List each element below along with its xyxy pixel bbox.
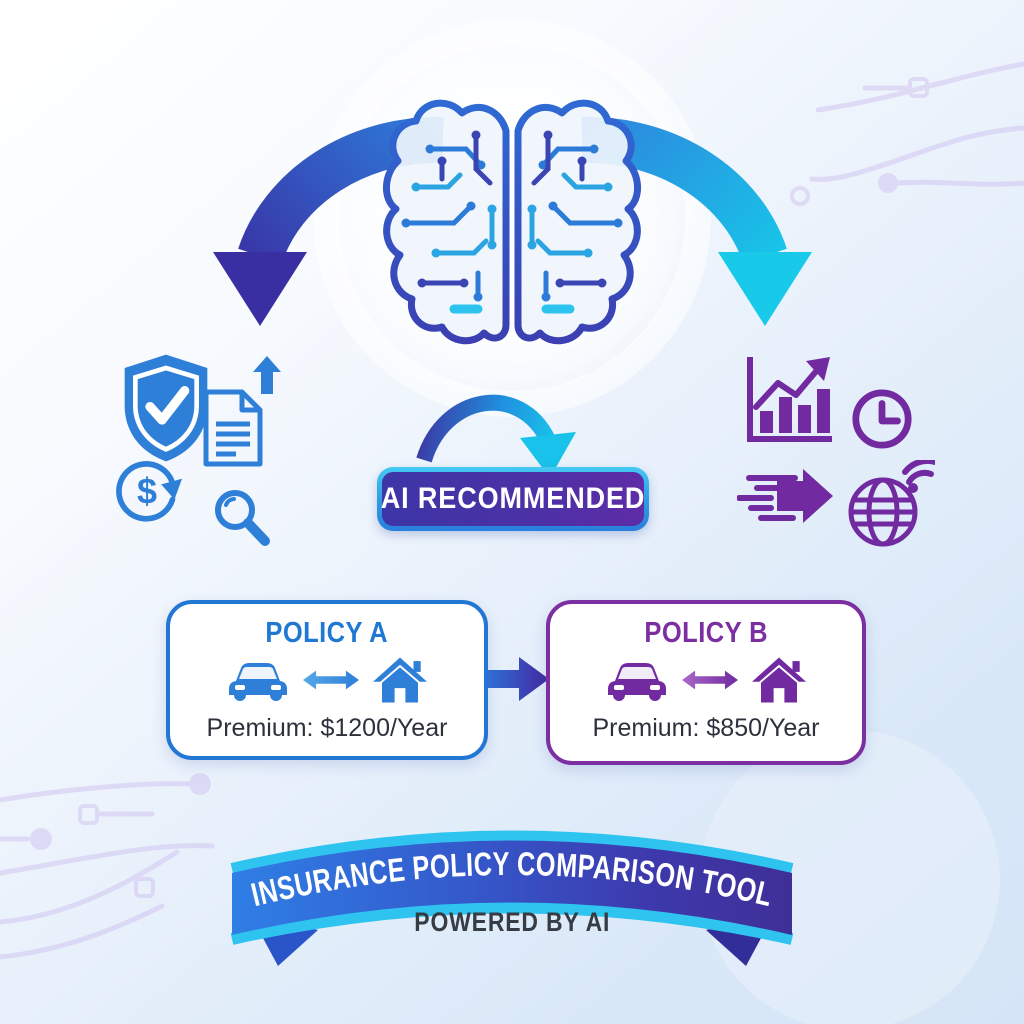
policy-a-title: POLICY A xyxy=(265,617,389,649)
policy-a-card[interactable]: POLICY A Premium: $1200/Year xyxy=(166,600,488,760)
policy-b-premium: Premium: $850/Year xyxy=(592,714,820,742)
swap-arrow-icon xyxy=(303,670,359,690)
arrow-up-icon xyxy=(253,356,281,394)
speed-arrow-icon xyxy=(737,469,833,523)
clock-icon xyxy=(852,389,912,449)
banner-subtitle: POWERED BY AI xyxy=(414,907,610,937)
svg-text:$: $ xyxy=(137,470,157,511)
dollar-refresh-icon: $ xyxy=(116,461,182,522)
recommendation-arrow xyxy=(416,394,576,478)
house-icon xyxy=(373,657,427,703)
car-icon xyxy=(229,663,287,701)
title-ribbon: INSURANCE POLICY COMPARISON TOOL xyxy=(230,830,794,966)
house-icon xyxy=(752,657,806,703)
ai-recommended-badge[interactable]: AI RECOMMENDED xyxy=(377,467,649,531)
ai-recommended-badge-body: AI RECOMMENDED xyxy=(380,472,646,526)
policy-a-premium: Premium: $1200/Year xyxy=(206,714,448,742)
policy-comparison-arrow xyxy=(487,657,549,701)
policy-a-coverage-icons xyxy=(170,654,484,706)
swap-arrow-icon xyxy=(682,670,738,690)
policy-b-title: POLICY B xyxy=(644,617,768,649)
circuit-brain-icon xyxy=(382,95,642,345)
ai-recommended-label: AI RECOMMENDED xyxy=(380,482,646,515)
shield-check-icon xyxy=(124,354,208,462)
bar-chart-growth-icon xyxy=(747,357,832,442)
car-icon xyxy=(608,663,666,701)
magnifier-icon xyxy=(215,490,270,546)
document-icon xyxy=(203,389,263,467)
globe-wifi-icon xyxy=(848,460,935,547)
policy-b-coverage-icons xyxy=(550,654,862,706)
policy-b-card[interactable]: POLICY B Premium: $850/Year xyxy=(546,600,866,765)
